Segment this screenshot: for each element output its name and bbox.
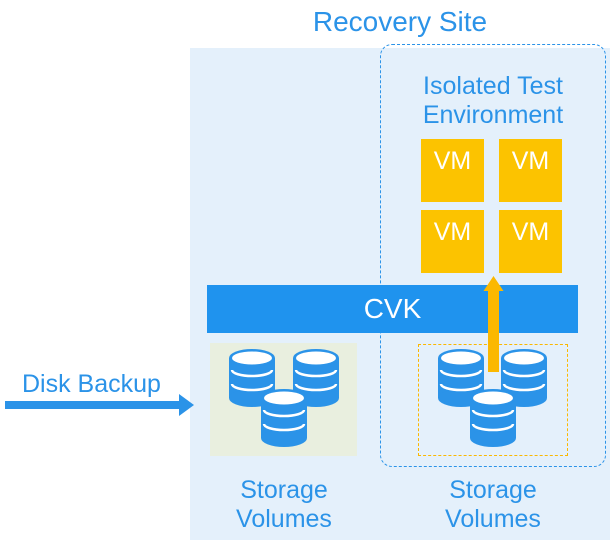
disk-backup-label: Disk Backup [22,370,161,398]
arrow-right-icon [5,394,194,416]
cvk-bar: CVK [207,285,578,333]
recovery-site-title: Recovery Site [312,6,488,37]
storage-volumes-label-right: Storage Volumes [418,476,568,534]
arrow-up-icon [483,276,504,372]
database-icon-left-3 [259,387,309,449]
database-icon-right-3 [468,387,518,449]
vm-box-1: VM [421,139,484,202]
isolated-test-environment-label: Isolated Test Environment [380,72,606,130]
storage-left-line1: Storage [240,476,328,504]
storage-volumes-label-left: Storage Volumes [209,476,359,534]
storage-right-line1: Storage [449,476,537,504]
storage-right-line2: Volumes [445,505,541,533]
isolated-test-environment-box [380,44,606,467]
vm-box-4: VM [499,210,562,273]
storage-left-line2: Volumes [236,505,332,533]
vm-box-3: VM [421,210,484,273]
isolated-label-line2: Environment [422,101,564,129]
isolated-label-line1: Isolated Test [423,72,563,100]
vm-box-2: VM [499,139,562,202]
